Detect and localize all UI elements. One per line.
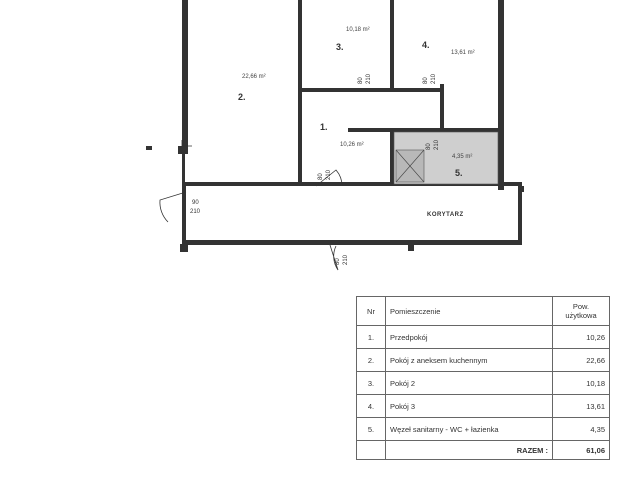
cell-area: 10,18 bbox=[552, 371, 610, 395]
pillar bbox=[178, 146, 188, 154]
total-label: RAZEM : bbox=[385, 440, 553, 460]
wall-2-3 bbox=[298, 0, 302, 92]
table-row: 2. Pokój z aneksem kuchennym 22,66 bbox=[356, 348, 610, 372]
door-swing bbox=[329, 244, 339, 271]
wall-corridor-right bbox=[518, 184, 522, 244]
table-row: 4. Pokój 3 13,61 bbox=[356, 394, 610, 418]
room-area: 22,66 m² bbox=[242, 74, 266, 80]
room-number: 5. bbox=[455, 168, 463, 178]
door-height: 210 bbox=[434, 139, 440, 150]
area-table: Nr Pomieszczenie Pow. użytkowa 1. Przedp… bbox=[356, 296, 610, 460]
cell-area: 13,61 bbox=[552, 394, 610, 418]
cell-nr: 4. bbox=[356, 394, 386, 418]
door-width: 80 bbox=[318, 173, 324, 180]
wall-corridor-bottom bbox=[182, 240, 522, 245]
table-row: 1. Przedpokój 10,26 bbox=[356, 325, 610, 349]
cell-room: Węzeł sanitarny - WC + łazienka bbox=[385, 417, 553, 441]
room-number: 3. bbox=[336, 42, 344, 52]
door-height: 210 bbox=[431, 73, 437, 84]
cell-room: Pokój 2 bbox=[385, 371, 553, 395]
pillar bbox=[518, 186, 524, 192]
wall-3-bottom bbox=[298, 88, 442, 92]
wall-1-left bbox=[298, 92, 302, 186]
cell-area: 22,66 bbox=[552, 348, 610, 372]
shaft-cross bbox=[395, 149, 425, 183]
pillar bbox=[146, 146, 152, 150]
table-row: 3. Pokój 2 10,18 bbox=[356, 371, 610, 395]
cell-room: Pokój z aneksem kuchennym bbox=[385, 348, 553, 372]
wall-right bbox=[498, 0, 504, 190]
cell-room: Pokój 3 bbox=[385, 394, 553, 418]
cell-area: 10,26 bbox=[552, 325, 610, 349]
wall-corridor-left bbox=[182, 186, 186, 244]
door-width: 90 bbox=[192, 200, 199, 206]
table-header-row: Nr Pomieszczenie Pow. użytkowa bbox=[356, 296, 610, 326]
door-swing bbox=[315, 169, 343, 187]
door-height: 210 bbox=[190, 209, 201, 215]
door-height: 210 bbox=[366, 73, 372, 84]
pillar bbox=[180, 244, 188, 252]
cell-empty bbox=[356, 440, 386, 460]
room-number: 4. bbox=[422, 40, 430, 50]
wall-left bbox=[182, 0, 188, 146]
door-width: 80 bbox=[358, 77, 364, 84]
door-swing bbox=[159, 191, 187, 223]
wall-1-5 bbox=[390, 128, 394, 186]
cell-nr: 5. bbox=[356, 417, 386, 441]
door-swing bbox=[181, 140, 192, 147]
room-area: 13,61 m² bbox=[451, 50, 475, 56]
wall-3-4 bbox=[390, 0, 394, 90]
wall-5-top bbox=[348, 128, 498, 132]
cell-nr: 3. bbox=[356, 371, 386, 395]
room-area: 10,18 m² bbox=[346, 27, 370, 33]
room-number: 2. bbox=[238, 92, 246, 102]
room-area: 4,35 m² bbox=[452, 154, 472, 160]
wall-4-bottom bbox=[440, 84, 444, 132]
table-row: 5. Węzeł sanitarny - WC + łazienka 4,35 bbox=[356, 417, 610, 441]
corridor-label: KORYTARZ bbox=[427, 212, 464, 218]
door-height: 210 bbox=[326, 169, 332, 180]
room-number: 1. bbox=[320, 122, 328, 132]
header-nr: Nr bbox=[356, 296, 386, 326]
wall-corridor-top bbox=[184, 182, 522, 186]
door-height: 210 bbox=[343, 254, 349, 265]
cell-nr: 2. bbox=[356, 348, 386, 372]
door-width: 80 bbox=[426, 143, 432, 150]
door-width: 80 bbox=[423, 77, 429, 84]
header-room: Pomieszczenie bbox=[385, 296, 553, 326]
table-total-row: RAZEM : 61,06 bbox=[356, 440, 610, 460]
cell-room: Przedpokój bbox=[385, 325, 553, 349]
door-width: 80 bbox=[335, 258, 341, 265]
wall-left-lower bbox=[182, 146, 185, 186]
cell-area: 4,35 bbox=[552, 417, 610, 441]
header-area: Pow. użytkowa bbox=[552, 296, 610, 326]
total-value: 61,06 bbox=[552, 440, 610, 460]
room-area: 10,26 m² bbox=[340, 142, 364, 148]
pillar bbox=[408, 245, 414, 251]
cell-nr: 1. bbox=[356, 325, 386, 349]
